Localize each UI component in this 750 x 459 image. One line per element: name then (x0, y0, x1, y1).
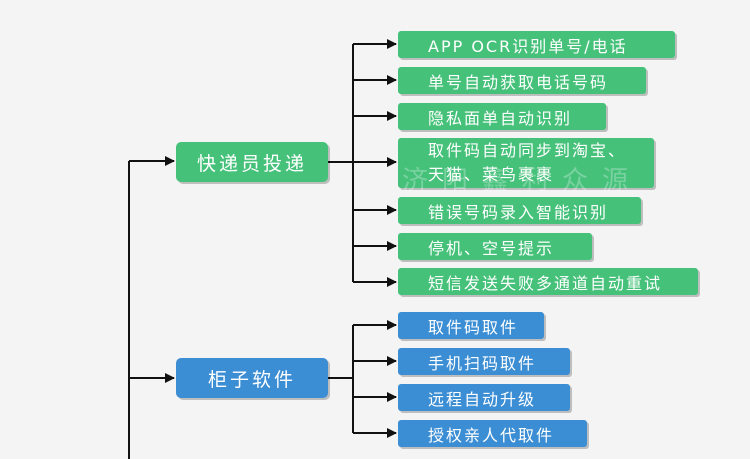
cabinet-item-remote-upgrade: 远程自动升级 (398, 384, 570, 411)
courier-delivery-node: 快递员投递 (176, 142, 328, 182)
courier-item-auto-phone: 单号自动获取电话号码 (398, 67, 646, 94)
cabinet-item-proxy-pickup: 授权亲人代取件 (398, 420, 587, 447)
courier-item-sync-code: 取件码自动同步到淘宝、天猫、菜鸟裹裹 (398, 138, 654, 188)
cabinet-item-scan-pickup: 手机扫码取件 (398, 348, 570, 375)
courier-item-wrong-number: 错误号码录入智能识别 (398, 197, 641, 224)
cabinet-software-node: 柜子软件 (176, 358, 328, 398)
courier-item-sms-retry: 短信发送失败多通道自动重试 (398, 268, 698, 295)
cabinet-item-pickup-code: 取件码取件 (398, 312, 544, 339)
courier-item-privacy-waybill: 隐私面单自动识别 (398, 103, 606, 130)
courier-item-ocr: APP OCR识别单号/电话 (398, 31, 675, 58)
courier-item-suspended: 停机、空号提示 (398, 233, 592, 260)
